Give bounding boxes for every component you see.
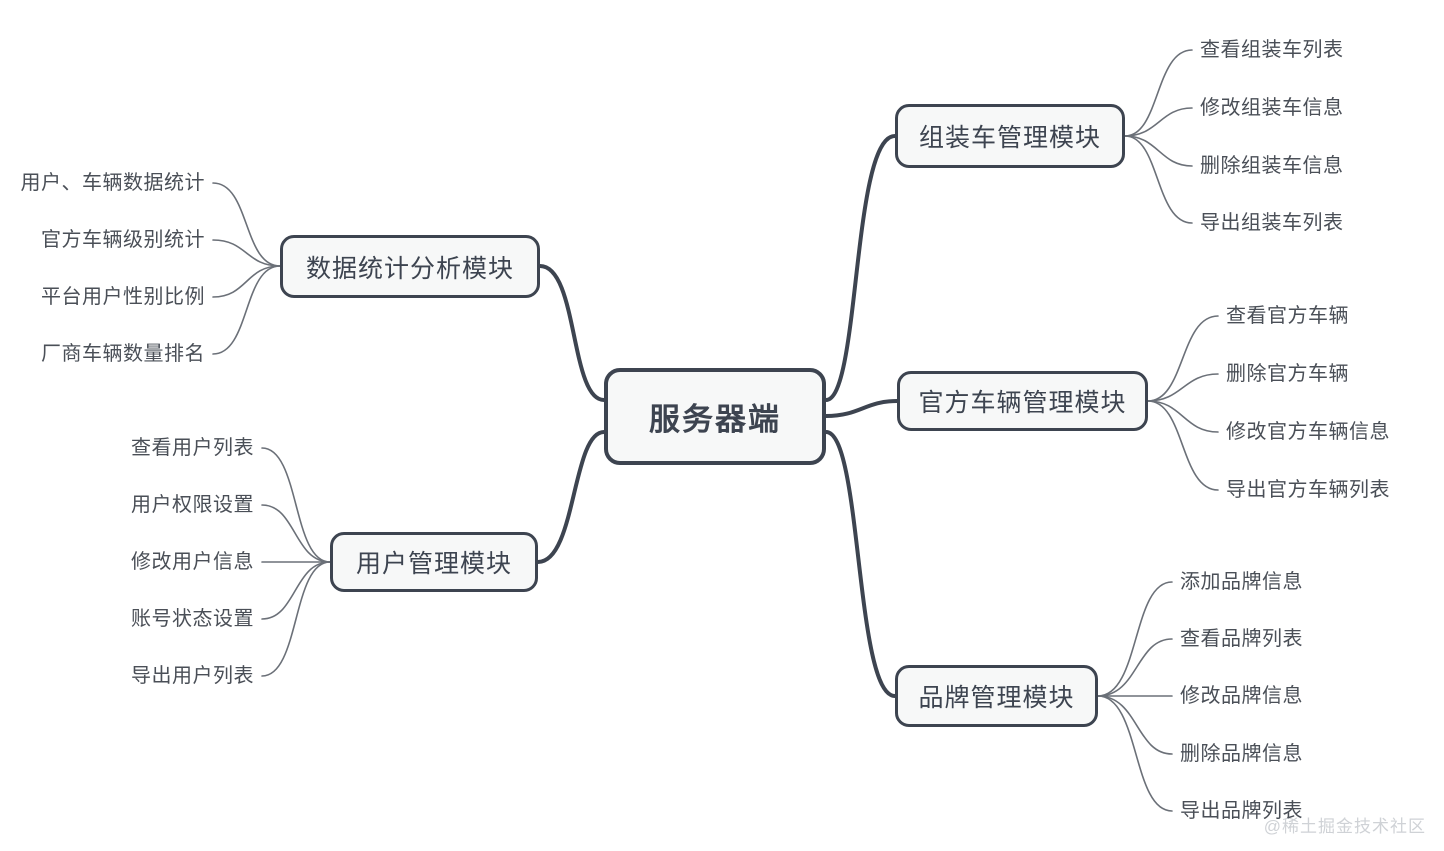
leaf-label: 导出官方车辆列表 (1226, 479, 1390, 501)
leaf-label: 厂商车辆数量排名 (41, 343, 205, 365)
leaf-official-vehicle-3[interactable]: 导出官方车辆列表 (1226, 480, 1390, 500)
leaf-edge-brand-0 (1097, 581, 1173, 697)
leaf-label: 导出组装车列表 (1200, 212, 1344, 234)
leaf-official-vehicle-1[interactable]: 删除官方车辆 (1226, 364, 1349, 384)
leaf-label: 官方车辆级别统计 (41, 229, 205, 251)
leaf-edge-user-3 (261, 561, 331, 620)
leaf-brand-0[interactable]: 添加品牌信息 (1180, 572, 1303, 592)
leaf-edge-stats-1 (212, 239, 281, 267)
branch-node-brand[interactable]: 品牌管理模块 (895, 665, 1098, 727)
leaf-edge-official-0 (1147, 315, 1219, 402)
leaf-label: 修改官方车辆信息 (1226, 421, 1390, 443)
branch-node-assembled-vehicle-label: 组装车管理模块 (918, 124, 1101, 152)
leaf-label: 查看组装车列表 (1200, 39, 1344, 61)
branch-node-assembled-vehicle[interactable]: 组装车管理模块 (895, 104, 1125, 168)
leaf-label: 查看官方车辆 (1226, 305, 1349, 327)
leaf-data-statistics-3[interactable]: 厂商车辆数量排名 (41, 344, 205, 364)
leaf-data-statistics-0[interactable]: 用户、车辆数据统计 (21, 173, 206, 193)
leaf-edge-assembled-2 (1124, 135, 1193, 167)
leaf-edge-brand-1 (1097, 638, 1173, 697)
leaf-label: 查看用户列表 (131, 437, 254, 459)
leaf-user-management-0[interactable]: 查看用户列表 (131, 438, 254, 458)
leaf-label: 删除组装车信息 (1200, 155, 1344, 177)
leaf-label: 用户权限设置 (131, 494, 254, 516)
leaf-edge-user-4 (261, 561, 331, 677)
leaf-edge-stats-2 (212, 265, 281, 298)
leaf-user-management-3[interactable]: 账号状态设置 (131, 609, 254, 629)
leaf-label: 查看品牌列表 (1180, 628, 1303, 650)
leaf-edge-stats-3 (212, 265, 281, 355)
leaf-label: 修改组装车信息 (1200, 97, 1344, 119)
branch-node-user-management[interactable]: 用户管理模块 (330, 532, 538, 592)
watermark: @稀土掘金技术社区 (1263, 817, 1426, 836)
leaf-assembled-vehicle-2[interactable]: 删除组装车信息 (1200, 156, 1344, 176)
leaf-assembled-vehicle-1[interactable]: 修改组装车信息 (1200, 98, 1344, 118)
branch-node-data-statistics-label: 数据统计分析模块 (305, 254, 514, 283)
leaf-brand-2[interactable]: 修改品牌信息 (1180, 686, 1303, 706)
root-node[interactable]: 服务器端 (604, 368, 826, 465)
leaf-label: 添加品牌信息 (1180, 571, 1303, 593)
edge-root-data-statistics (538, 264, 606, 402)
leaf-assembled-vehicle-0[interactable]: 查看组装车列表 (1200, 40, 1344, 60)
leaf-label: 删除官方车辆 (1226, 363, 1349, 385)
leaf-edge-assembled-0 (1124, 49, 1193, 137)
leaf-edge-brand-3 (1097, 695, 1173, 755)
leaf-user-management-1[interactable]: 用户权限设置 (131, 495, 254, 515)
leaf-edge-official-2 (1147, 400, 1219, 433)
leaf-label: 平台用户性别比例 (41, 286, 205, 308)
leaf-edge-user-0 (261, 447, 331, 563)
leaf-edge-user-1 (261, 504, 331, 563)
leaf-official-vehicle-0[interactable]: 查看官方车辆 (1226, 306, 1349, 326)
leaf-label: 导出用户列表 (131, 665, 254, 687)
leaf-data-statistics-2[interactable]: 平台用户性别比例 (41, 287, 205, 307)
leaf-brand-4[interactable]: 导出品牌列表 (1180, 801, 1303, 821)
branch-node-data-statistics[interactable]: 数据统计分析模块 (280, 235, 540, 298)
leaf-label: 账号状态设置 (131, 608, 254, 630)
leaf-user-management-2[interactable]: 修改用户信息 (131, 552, 254, 572)
leaf-brand-3[interactable]: 删除品牌信息 (1180, 744, 1303, 764)
leaf-official-vehicle-2[interactable]: 修改官方车辆信息 (1226, 422, 1390, 442)
leaf-edge-official-3 (1147, 400, 1219, 491)
leaf-assembled-vehicle-3[interactable]: 导出组装车列表 (1200, 213, 1344, 233)
leaf-edge-stats-0 (212, 182, 281, 267)
leaf-brand-1[interactable]: 查看品牌列表 (1180, 629, 1303, 649)
edge-root-assembled-vehicle (824, 134, 897, 402)
branch-node-official-vehicle[interactable]: 官方车辆管理模块 (897, 371, 1148, 431)
branch-node-official-vehicle-label: 官方车辆管理模块 (918, 389, 1127, 417)
leaf-label: 修改品牌信息 (1180, 685, 1303, 707)
leaf-edge-official-1 (1147, 373, 1219, 402)
leaf-data-statistics-1[interactable]: 官方车辆级别统计 (41, 230, 205, 250)
branch-node-brand-label: 品牌管理模块 (918, 684, 1075, 712)
leaf-label: 导出品牌列表 (1180, 800, 1303, 822)
edge-root-user-management (536, 430, 606, 564)
leaf-label: 用户、车辆数据统计 (20, 172, 205, 194)
root-node-label: 服务器端 (649, 402, 781, 437)
branch-node-user-management-label: 用户管理模块 (355, 550, 512, 578)
leaf-label: 修改用户信息 (131, 551, 254, 573)
edge-root-official-vehicle (824, 399, 899, 418)
leaf-label: 删除品牌信息 (1180, 743, 1303, 765)
leaf-edge-assembled-3 (1124, 135, 1193, 224)
leaf-user-management-4[interactable]: 导出用户列表 (131, 666, 254, 686)
edge-root-brand (824, 430, 897, 698)
leaf-edge-brand-4 (1097, 695, 1173, 812)
leaf-edge-assembled-1 (1124, 107, 1193, 137)
